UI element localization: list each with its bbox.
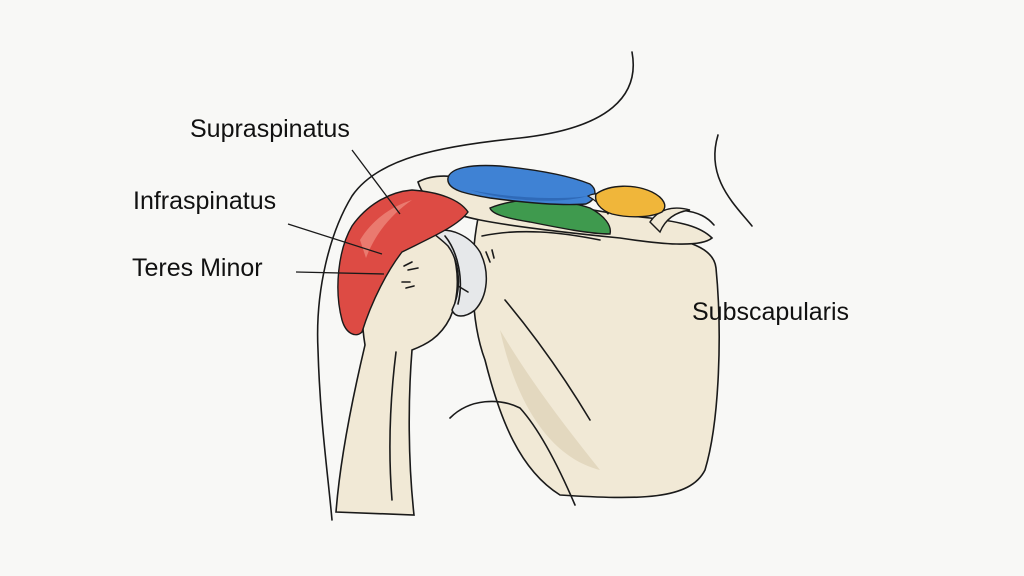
scapula-ridge — [504, 299, 591, 421]
humerus-inner-line — [389, 351, 397, 501]
yellow-muscle — [594, 185, 666, 218]
label-infraspinatus: Infraspinatus — [133, 187, 277, 215]
neck-contour — [714, 134, 753, 227]
chest-contour — [679, 209, 715, 226]
label-subscapularis: Subscapularis — [692, 298, 850, 326]
joint-cartilage-edge — [444, 235, 462, 305]
tendon-mark-1 — [403, 261, 419, 271]
leader-infraspinatus — [287, 223, 383, 255]
label-supraspinatus: Supraspinatus — [190, 115, 350, 143]
tendon-mark-4 — [457, 285, 469, 293]
leader-supraspinatus — [351, 149, 401, 215]
leader-teres-minor — [295, 271, 385, 275]
label-teres-minor: Teres Minor — [132, 254, 263, 282]
red-muscle-highlight — [360, 200, 412, 258]
scapula-spine-line — [481, 230, 601, 241]
body-contour — [316, 51, 634, 521]
tendon-mark-2 — [401, 281, 415, 289]
blue-muscle-shade — [470, 190, 588, 201]
tendon-mark-3 — [485, 249, 495, 263]
axilla-contour — [449, 400, 576, 506]
